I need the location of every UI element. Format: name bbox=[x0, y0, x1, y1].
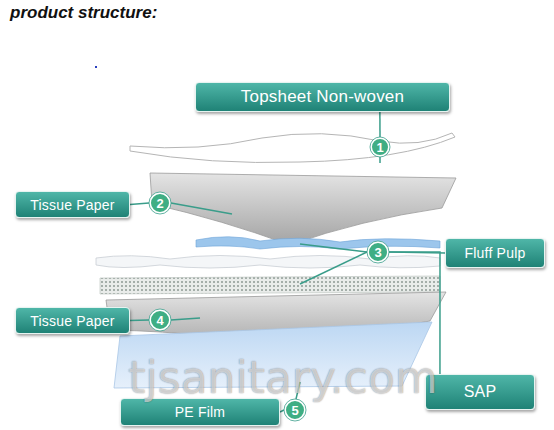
fluff-pulp-layer bbox=[196, 237, 440, 249]
diagram-title: product structure: bbox=[10, 3, 157, 23]
callout-number: 1 bbox=[376, 140, 383, 155]
part-name: PE Film bbox=[175, 404, 225, 420]
callout-circle-shape bbox=[368, 242, 388, 262]
part-name: SAP bbox=[464, 383, 497, 401]
part-name: Topsheet Non-woven bbox=[241, 87, 404, 107]
topsheet-layer bbox=[130, 133, 455, 163]
leader-connector bbox=[389, 252, 440, 374]
sap-layer bbox=[100, 276, 440, 294]
callout-number: 1 bbox=[370, 137, 390, 157]
callout-number: 5 bbox=[291, 403, 298, 418]
callout-number: 2 bbox=[149, 192, 171, 214]
callout-circle-ring bbox=[367, 241, 389, 263]
callout-number: 2 bbox=[156, 196, 163, 211]
callout-circle-ring bbox=[149, 192, 171, 214]
callout-circle-shape bbox=[371, 138, 389, 156]
part-name: Fluff Pulp bbox=[465, 245, 526, 261]
callout-circle-shape bbox=[150, 193, 170, 213]
leader-connector bbox=[130, 319, 149, 321]
callout-number: 4 bbox=[156, 313, 163, 328]
leader-line bbox=[300, 252, 367, 284]
part-label-box: SAP bbox=[425, 374, 535, 410]
fluff-pulp-layer bbox=[96, 256, 440, 269]
part-name: Tissue Paper bbox=[30, 197, 114, 213]
dot-mark bbox=[95, 66, 97, 68]
leader-line bbox=[171, 203, 232, 214]
leader-line bbox=[300, 244, 367, 252]
callout-circle-shape bbox=[285, 400, 305, 420]
callout-circle-ring bbox=[370, 137, 390, 157]
leader-connector bbox=[379, 112, 381, 137]
leader-connector bbox=[130, 203, 149, 205]
callout-number: 5 bbox=[284, 399, 306, 421]
callout-circle-ring bbox=[284, 399, 306, 421]
tissue-layer bbox=[150, 173, 456, 245]
leader-connector bbox=[280, 410, 284, 412]
leader-line bbox=[171, 318, 200, 320]
part-label-box: Tissue Paper bbox=[15, 307, 130, 334]
callout-circle-shape bbox=[150, 310, 170, 330]
callout-number: 3 bbox=[367, 241, 389, 263]
part-label-box: Tissue Paper bbox=[15, 191, 130, 218]
leader-line bbox=[296, 382, 300, 399]
callout-number: 4 bbox=[149, 309, 171, 331]
callout-circle-ring bbox=[149, 309, 171, 331]
leader-line bbox=[379, 157, 381, 163]
part-label-box: Topsheet Non-woven bbox=[195, 82, 450, 112]
part-label-box: Fluff Pulp bbox=[445, 238, 545, 268]
leader-connector bbox=[389, 252, 445, 253]
watermark: tjsanitary.com bbox=[128, 352, 438, 403]
part-label-box: PE Film bbox=[120, 398, 280, 426]
part-name: Tissue Paper bbox=[30, 313, 114, 329]
pe-film-layer bbox=[114, 322, 432, 388]
callout-number: 3 bbox=[374, 245, 381, 260]
